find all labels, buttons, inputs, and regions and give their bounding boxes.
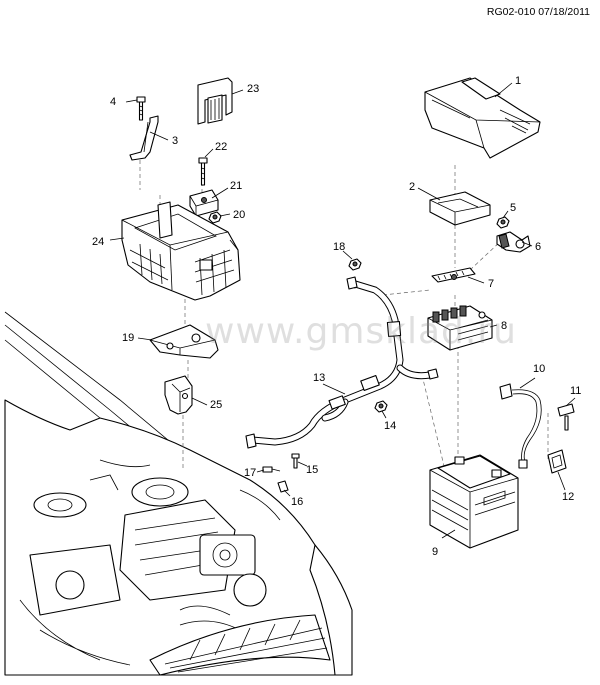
callout-11: 11 (570, 385, 581, 397)
callout-14: 14 (384, 420, 396, 432)
part-17-bolt (262, 466, 281, 473)
part-21-nut-plate (189, 189, 219, 217)
part-9-battery (429, 454, 519, 549)
callout-8: 8 (501, 320, 507, 332)
engine-bay-illustration (4, 311, 353, 676)
leader-lines (109, 82, 576, 539)
callout-5: 5 (510, 202, 516, 214)
part-2-fuse-block-cover (429, 191, 491, 226)
callout-2: 2 (409, 181, 415, 193)
callout-9: 9 (432, 546, 438, 558)
callout-17: 17 (244, 467, 256, 479)
callout-1: 1 (515, 75, 521, 87)
diagram-reference: RG02-010 07/18/2011 (486, 6, 590, 18)
callout-15: 15 (306, 464, 318, 476)
part-18-nut (348, 258, 362, 271)
callout-24: 24 (92, 236, 104, 248)
part-23-hold-down-bracket (129, 115, 159, 161)
callout-labels: 1 2 3 4 5 6 7 8 9 10 11 12 13 14 15 16 1… (92, 75, 581, 558)
part-11-bolt (557, 403, 575, 431)
part-26-battery-tray (121, 201, 241, 301)
callout-19: 19 (122, 332, 134, 344)
callout-13: 13 (313, 372, 325, 384)
callout-25: 25 (210, 399, 222, 411)
callout-20: 20 (233, 209, 245, 221)
part-24-bolt (136, 96, 146, 121)
callout-18: 18 (333, 241, 345, 253)
callout-16: 16 (291, 496, 303, 508)
callout-10: 10 (533, 363, 545, 375)
part-8-fuse-block (427, 305, 493, 351)
callout-6: 6 (535, 241, 541, 253)
part-10-sensor-cable (499, 383, 542, 469)
callout-4: 4 (110, 96, 116, 108)
callout-7: 7 (488, 278, 494, 290)
part-6-battery-terminal (496, 231, 531, 253)
callout-3: 3 (172, 135, 178, 147)
callout-23: 23 (247, 83, 259, 95)
part-14-nut (374, 400, 388, 413)
part-22-bolt (198, 157, 208, 186)
part-19-tray-bracket (149, 324, 219, 359)
part-13-battery-cable (245, 276, 439, 449)
part-1-battery-cover (424, 77, 541, 159)
part-27-mount-bracket (164, 375, 193, 415)
callout-22: 22 (215, 141, 227, 153)
part-16-clip (277, 480, 289, 493)
watermark-text: www.gmsklad.ru (205, 311, 517, 352)
part-25-clip (197, 77, 233, 125)
part-7-fuse (431, 267, 476, 283)
part-20-nut (208, 211, 222, 224)
part-15-bolt (291, 453, 300, 469)
part-5-nut (496, 216, 510, 229)
callout-12: 12 (562, 491, 574, 503)
part-12-clip (547, 449, 567, 474)
callout-21: 21 (230, 180, 242, 192)
